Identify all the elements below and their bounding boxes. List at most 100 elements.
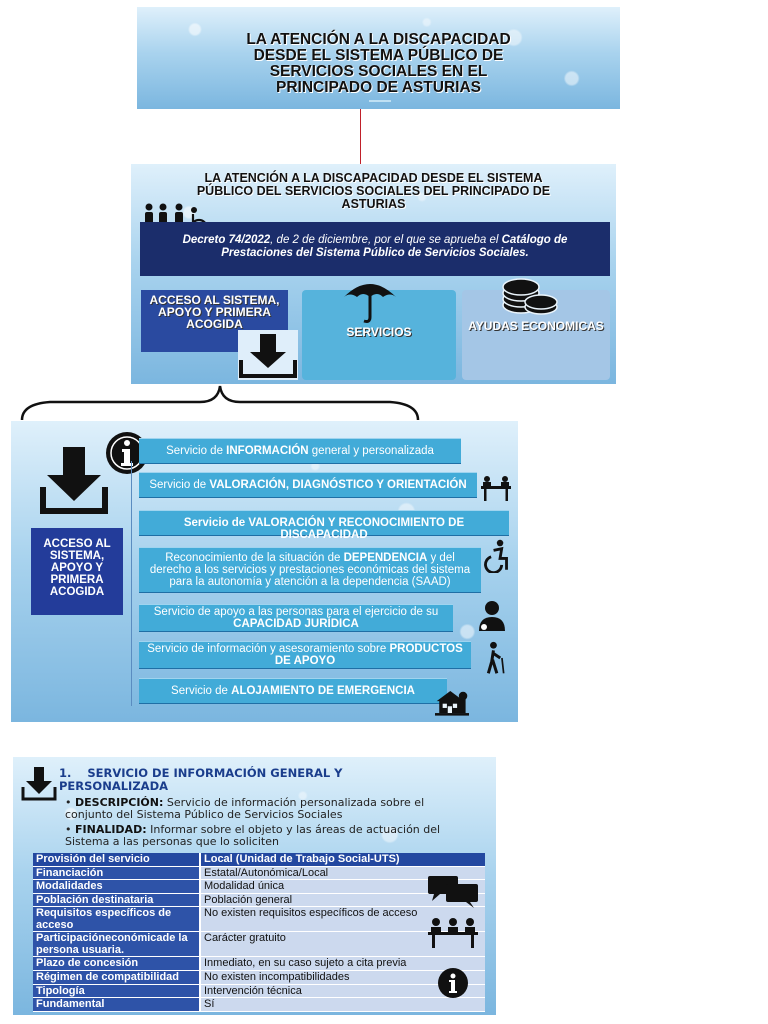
service-information: Servicio de INFORMACIÓN general y person… [139, 438, 461, 464]
service-emergency-housing: Servicio de ALOJAMIENTO DE EMERGENCIA [139, 678, 447, 704]
card-services-label: SERVICIOS [346, 325, 412, 339]
download-icon [21, 767, 57, 801]
table-value: Estatal/Autonómica/Local [200, 866, 485, 881]
title-line: LA ATENCIÓN A LA DISCAPACIDAD [246, 31, 511, 48]
service-text: Servicio de [149, 479, 210, 491]
table-value: Local (Unidad de Trabajo Social-UTS) [200, 853, 485, 867]
decree-catalog: Catálogo de Prestaciones del Sistema Púb… [221, 234, 568, 259]
service-keyword: PRODUCTOS DE APOYO [274, 643, 463, 667]
table-value: Sí [200, 997, 485, 1012]
service-keyword: DEPENDENCIA [343, 552, 428, 564]
overview-heading-line: PÚBLICO DEL SERVICIOS SOCIALES DEL PRINC… [196, 184, 551, 198]
coins-icon [502, 278, 558, 315]
service-keyword: VALORACIÓN, DIAGNÓSTICO Y ORIENTACIÓN [209, 479, 467, 491]
meeting-table-icon [481, 476, 511, 501]
overview-heading: LA ATENCIÓN A LA DISCAPACIDAD DESDE EL S… [171, 172, 576, 211]
bullet-description: • DESCRIPCIÓN: Servicio de información p… [65, 796, 425, 821]
service-disability-recognition: Servicio de VALORACIÓN Y RECONOCIMIENTO … [139, 510, 509, 541]
table-key: Requisitos específicos de acceso [33, 906, 201, 933]
info-icon [106, 432, 148, 474]
overview-heading-line: ASTURIAS [341, 197, 406, 211]
decorative-bar [369, 100, 391, 102]
table-key: Plazo de concesión [33, 956, 201, 971]
table-value: Carácter gratuito [200, 931, 485, 958]
table-key: Modalidades [33, 879, 201, 894]
table-key: Régimen de compatibilidad [33, 970, 201, 985]
bullet-purpose: • FINALIDAD: Informar sobre el objeto y … [65, 823, 441, 848]
table-key: Población destinataria [33, 893, 201, 908]
bullet-text: Informar sobre el objeto y las áreas de … [65, 823, 441, 848]
download-icon [238, 330, 298, 380]
table-key: Participacióneconómicade la persona usua… [33, 931, 201, 958]
table-value: Población general [200, 893, 485, 908]
heading-line: SERVICIO DE INFORMACIÓN GENERAL Y [87, 766, 343, 780]
detail-heading: 1. SERVICIO DE INFORMACIÓN GENERAL Y PERS… [59, 767, 343, 793]
title-slide-heading: LA ATENCIÓN A LA DISCAPACIDAD DESDE EL S… [157, 32, 600, 96]
card-economic-aid-label: AYUDAS ECONOMICAS [468, 319, 604, 333]
detail-slide: 1. SERVICIO DE INFORMACIÓN GENERAL Y PERS… [13, 757, 496, 1015]
services-connector [131, 461, 132, 706]
table-value: Intervención técnica [200, 984, 485, 999]
access-label-text: ACCESO AL SISTEMA, APOYO Y PRIMERA ACOGI… [43, 538, 111, 598]
service-text: Servicio de información y asesoramiento … [147, 643, 390, 655]
service-text: Servicio de [171, 685, 232, 697]
connector-line [360, 109, 361, 164]
decree-number: Decreto 74/2022 [182, 234, 271, 246]
service-text: y del derecho a los servicios y prestaci… [149, 552, 471, 588]
service-text: Servicio de apoyo a las personas para el… [153, 606, 439, 618]
service-dependency: Reconocimiento de la situación de DEPEND… [139, 547, 481, 593]
title-line: SERVICIOS SOCIALES EN EL [269, 63, 488, 80]
bullet-label: DESCRIPCIÓN: [75, 796, 164, 809]
chat-bubbles-icon [428, 876, 478, 908]
table-row: Participacióneconómicade la persona usua… [33, 931, 485, 958]
bullet-text: Servicio de información personalizada so… [65, 796, 425, 821]
service-text: general y personalizada [308, 445, 434, 457]
heading-line: PERSONALIZADA [59, 779, 169, 793]
service-keyword: Servicio de VALORACIÓN Y RECONOCIMIENTO … [183, 517, 465, 541]
decree-banner: Decreto 74/2022, de 2 de diciembre, por … [140, 222, 610, 276]
service-keyword: INFORMACIÓN [226, 445, 309, 457]
access-label: ACCESO AL SISTEMA, APOYO Y PRIMERA ACOGI… [31, 528, 123, 615]
card-services: SERVICIOS [302, 290, 456, 380]
decree-text: , de 2 de diciembre, por el que se aprue… [270, 234, 502, 246]
title-line: PRINCIPADO DE ASTURIAS [276, 79, 481, 96]
heading-number: 1. [59, 766, 72, 780]
overview-slide: LA ATENCIÓN A LA DISCAPACIDAD DESDE EL S… [131, 164, 616, 384]
table-key: Fundamental [33, 997, 201, 1012]
table-key: Provisión del servicio [33, 853, 201, 867]
title-slide: LA ATENCIÓN A LA DISCAPACIDAD DESDE EL S… [137, 7, 620, 109]
house-icon [435, 690, 469, 716]
service-text: Reconocimiento de la situación de [165, 552, 344, 564]
person-support-icon [479, 601, 505, 631]
meeting-table-icon [428, 918, 478, 948]
table-value: No existen incompatibilidades [200, 970, 485, 985]
info-icon [438, 968, 468, 998]
elderly-person-icon [486, 641, 505, 674]
service-text: Servicio de [166, 445, 227, 457]
services-slide: ACCESO AL SISTEMA, APOYO Y PRIMERA ACOGI… [11, 421, 518, 722]
table-key: Tipología [33, 984, 201, 999]
service-legal-capacity: Servicio de apoyo a las personas para el… [139, 604, 453, 632]
overview-heading-line: LA ATENCIÓN A LA DISCAPACIDAD DESDE EL S… [204, 171, 543, 185]
download-icon [40, 447, 108, 514]
accessibility-icon [484, 539, 508, 573]
service-valuation-diagnosis: Servicio de VALORACIÓN, DIAGNÓSTICO Y OR… [139, 472, 477, 498]
card-access-label: ACCESO AL SISTEMA, APOYO Y PRIMERA ACOGI… [149, 293, 280, 331]
service-support-products: Servicio de información y asesoramiento … [139, 641, 471, 669]
brace-connector [20, 385, 420, 421]
title-line: DESDE EL SISTEMA PÚBLICO DE [253, 47, 504, 64]
table-value: Modalidad única [200, 879, 485, 894]
service-keyword: ALOJAMIENTO DE EMERGENCIA [231, 685, 415, 697]
service-keyword: CAPACIDAD JURÍDICA [233, 618, 359, 630]
bullet-label: FINALIDAD: [75, 823, 147, 836]
